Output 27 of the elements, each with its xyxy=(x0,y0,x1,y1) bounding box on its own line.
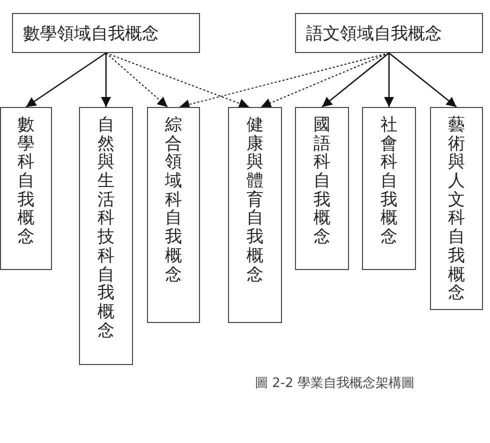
arrow xyxy=(388,52,457,108)
node-label: 社會科自我概念 xyxy=(380,116,398,250)
concept-box xyxy=(79,107,133,365)
node-label: 藝術與人文科自我概念 xyxy=(448,116,465,306)
node-label: 健康與體育自我概念 xyxy=(246,116,264,286)
node-label: 綜合領域科自我概念 xyxy=(165,116,182,286)
node-label: 國語科自我概念 xyxy=(314,116,330,250)
arrow xyxy=(260,52,390,108)
arrow xyxy=(106,52,250,108)
concept-box xyxy=(295,107,349,270)
figure-caption: 圖 2-2 學業自我概念架構圖 xyxy=(255,375,414,392)
concept-box xyxy=(0,107,52,270)
arrow xyxy=(26,52,106,108)
node-label: 自然與生活科技科自我概念 xyxy=(98,116,114,343)
arrow xyxy=(106,52,168,108)
concept-box xyxy=(228,107,282,323)
concept-box xyxy=(430,107,483,310)
node-label: 語文領域自我概念 xyxy=(306,22,442,44)
arrow xyxy=(322,52,390,108)
node-label: 數學領域自我概念 xyxy=(23,22,159,44)
node-label: 數學科自我概念 xyxy=(18,116,34,250)
concept-box xyxy=(295,13,483,53)
concept-box xyxy=(147,107,200,323)
arrow xyxy=(101,53,111,107)
arrow xyxy=(384,53,394,107)
concept-box xyxy=(362,107,416,270)
concept-box xyxy=(12,13,200,53)
